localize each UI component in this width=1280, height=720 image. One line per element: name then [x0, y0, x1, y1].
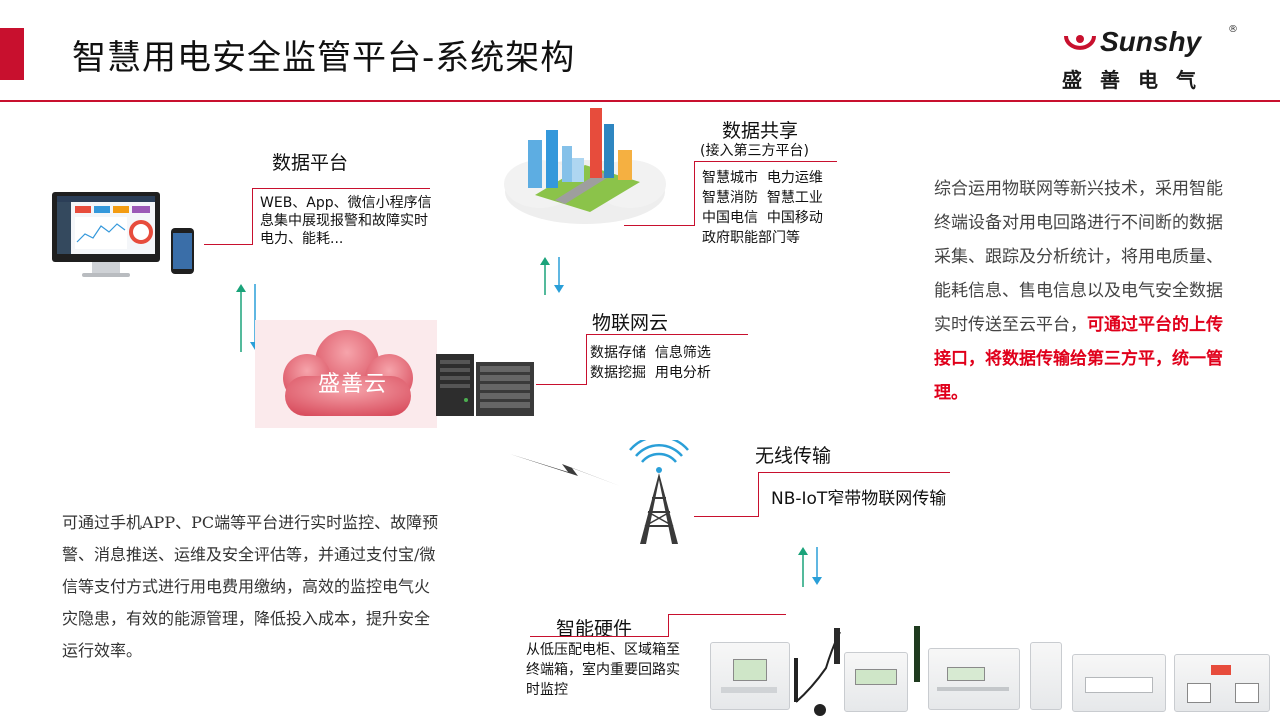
page-title: 智慧用电安全监管平台-系统架构 — [72, 38, 576, 78]
server-rack-image — [436, 354, 534, 416]
iot-cloud-connector — [536, 384, 587, 385]
dashboard-screen-image — [57, 196, 155, 254]
wireless-connector — [694, 516, 759, 517]
iot-cloud-underline — [586, 334, 748, 335]
data-sharing-item: 政府职能部门等 — [702, 230, 800, 246]
brand-logo-icon — [1064, 35, 1096, 50]
data-sharing-bracket — [694, 161, 695, 225]
hardware-bracket — [668, 614, 669, 636]
antenna-icon — [794, 628, 841, 716]
brand-chinese-name: 盛善电气 — [1062, 68, 1214, 92]
controller-device-image — [928, 648, 1020, 710]
antenna-icon — [914, 626, 920, 682]
data-platform-description: WEB、App、微信小程序信息集中展现报警和故障实时电力、能耗... — [260, 195, 432, 247]
socket-panel-image — [1174, 654, 1270, 712]
data-sharing-underline — [694, 161, 837, 162]
iot-cloud-label: 物联网云 — [592, 312, 669, 334]
hardware-label: 智能硬件 — [556, 618, 633, 640]
description-highlight-text: 可通过平台的上传接口，将数据传输给第三方平，统一管理。 — [934, 315, 1223, 403]
header-divider — [0, 100, 1280, 102]
cloud-label: 盛善云 — [318, 372, 388, 397]
description-normal-text: 综合运用物联网等新兴技术，采用智能终端设备对用电回路进行不间断的数据采集、跟踪及… — [934, 179, 1223, 335]
distribution-box-image — [1072, 654, 1166, 712]
hardware-underline — [668, 614, 786, 615]
smartphone-screen — [173, 233, 192, 269]
hardware-connector — [530, 636, 669, 637]
meter-device-image — [844, 652, 908, 712]
lightning-signal-icon — [510, 454, 620, 486]
data-sharing-label: 数据共享 — [722, 120, 799, 142]
system-description: 综合运用物联网等新兴技术，采用智能终端设备对用电回路进行不间断的数据采集、跟踪及… — [934, 172, 1224, 410]
wireless-label: 无线传输 — [755, 445, 832, 467]
wireless-description: NB-IoT窄带物联网传输 — [771, 489, 947, 509]
iot-cloud-item: 数据挖掘 用电分析 — [590, 365, 711, 381]
monitor-stand — [92, 262, 120, 274]
hardware-tower-arrows — [798, 547, 822, 587]
sunshy-cloud-icon — [255, 320, 437, 428]
data-platform-connector — [204, 244, 253, 245]
brand-name: Sunshy — [1100, 26, 1202, 57]
data-sharing-sublabel: (接入第三方平台) — [700, 143, 809, 159]
monitoring-description: 可通过手机APP、PC端等平台进行实时监控、故障预警、消息推送、运维及安全评估等… — [62, 513, 439, 660]
iot-cloud-item: 数据存储 信息筛选 — [590, 345, 711, 361]
data-sharing-item: 智慧城市 电力运维 — [702, 170, 823, 186]
data-platform-bracket — [252, 188, 253, 244]
brand-registered-mark: ® — [1228, 24, 1238, 35]
detector-device-image — [710, 642, 790, 710]
monitor-base — [82, 273, 130, 277]
header-accent-bar — [0, 28, 24, 80]
data-platform-label: 数据平台 — [272, 152, 349, 174]
sharing-cloud-arrows — [540, 257, 564, 295]
din-module-image — [1030, 642, 1062, 710]
smart-city-image — [504, 108, 666, 224]
iot-cloud-bracket — [586, 334, 587, 384]
data-sharing-item: 智慧消防 智慧工业 — [702, 190, 823, 206]
data-platform-underline — [252, 188, 430, 189]
data-sharing-connector — [624, 225, 695, 226]
data-sharing-item: 中国电信 中国移动 — [702, 210, 823, 226]
hardware-description: 从低压配电柜、区域箱至终端箱，室内重要回路实时监控 — [526, 642, 680, 698]
wireless-bracket — [758, 472, 759, 516]
signal-tower-icon — [629, 440, 689, 544]
wireless-underline — [758, 472, 950, 473]
